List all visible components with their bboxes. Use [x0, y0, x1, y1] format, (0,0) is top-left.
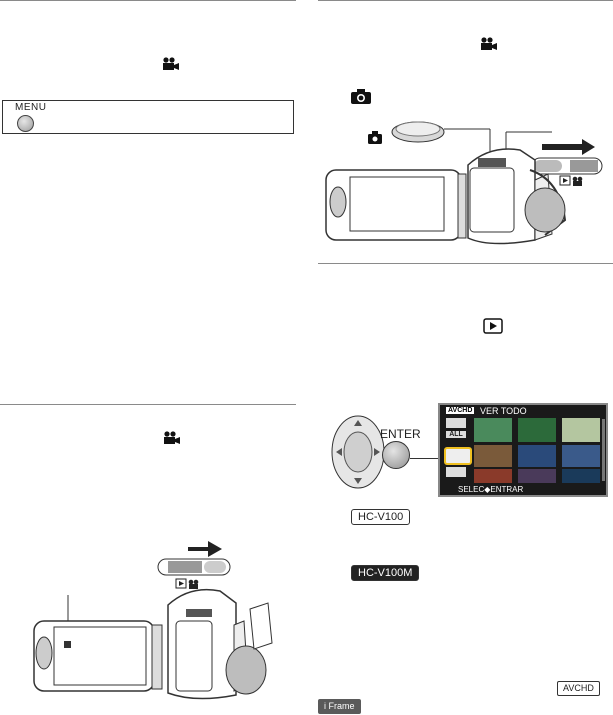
scrollbar[interactable] — [602, 419, 605, 481]
thumbnail[interactable] — [474, 418, 512, 442]
model-tag-hc-v100m: HC-V100M — [351, 565, 420, 581]
camera-icon — [351, 89, 371, 104]
thumbnail[interactable] — [518, 418, 556, 442]
thumbnail[interactable] — [518, 469, 556, 483]
thumbnail[interactable] — [474, 445, 512, 467]
format-tag-iframe: i Frame — [318, 699, 361, 714]
rule-top-left — [0, 0, 296, 1]
camera-icon — [368, 131, 382, 144]
thumbnail[interactable] — [562, 445, 600, 467]
screen-footer: SELEC◆ENTRAR — [458, 485, 524, 494]
menu-step-box: MENU — [2, 100, 294, 134]
camcorder-illustration-photo — [325, 121, 603, 245]
format-tag-avchd: AVCHD — [557, 681, 600, 696]
thumbnail[interactable] — [562, 469, 600, 483]
model-tag-hc-v100: HC-V100 — [351, 509, 411, 525]
scroll-down-button[interactable] — [446, 467, 466, 477]
avchd-badge: AVCHD — [446, 407, 475, 414]
thumbnail[interactable] — [474, 469, 512, 483]
thumbnail[interactable] — [518, 445, 556, 467]
play-icon — [483, 318, 503, 334]
scroll-up-button[interactable] — [446, 418, 466, 428]
selected-category[interactable] — [444, 447, 472, 465]
enter-button[interactable] — [382, 441, 410, 469]
control-pad[interactable] — [330, 412, 390, 492]
playback-screen: AVCHD VER TODO ALL SELEC◆ENTRAR — [438, 403, 608, 497]
menu-button[interactable] — [17, 115, 34, 132]
movie-camera-icon — [481, 37, 497, 50]
rule-mid-right — [318, 263, 613, 264]
leader-line — [410, 458, 442, 459]
menu-label: MENU — [15, 102, 47, 113]
thumbnail[interactable] — [562, 418, 600, 442]
rule-mid-left — [0, 404, 296, 405]
all-button[interactable]: ALL — [446, 431, 466, 438]
screen-title: VER TODO — [480, 406, 527, 416]
rule-top-right — [318, 0, 613, 1]
movie-camera-icon — [163, 57, 179, 70]
movie-camera-icon — [164, 431, 180, 444]
camcorder-illustration-movie — [33, 541, 273, 700]
enter-label: ENTER — [380, 427, 421, 441]
